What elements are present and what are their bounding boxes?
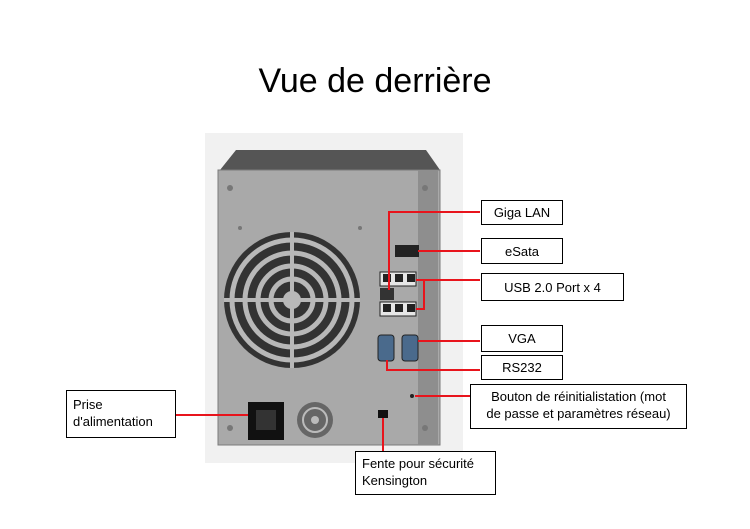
label-power-line1: Prise <box>73 397 103 412</box>
label-reset-line1: Bouton de réinitialistation (mot <box>491 389 666 404</box>
lan-port <box>380 288 394 300</box>
label-kensington: Fente pour sécurité Kensington <box>355 451 496 495</box>
label-kensington-line2: Kensington <box>362 473 428 488</box>
label-vga: VGA <box>481 325 563 352</box>
reset-button <box>410 394 414 398</box>
label-reset: Bouton de réinitialistation (mot de pass… <box>470 384 687 429</box>
label-power: Prise d'alimentation <box>66 390 176 438</box>
esata-port <box>395 245 419 257</box>
label-giga-lan: Giga LAN <box>481 200 563 225</box>
label-esata: eSata <box>481 238 563 264</box>
rs232-port <box>377 334 395 362</box>
case-top <box>220 150 440 170</box>
label-reset-line2: de passe et paramètres réseau) <box>486 406 671 421</box>
label-rs232: RS232 <box>481 355 563 380</box>
kensington-slot <box>378 410 388 418</box>
vga-port <box>401 334 419 362</box>
label-power-line2: d'alimentation <box>73 414 153 429</box>
page-title: Vue de derrière <box>258 62 492 100</box>
label-kensington-line1: Fente pour sécurité <box>362 456 475 471</box>
fan-grill <box>224 232 360 368</box>
label-usb: USB 2.0 Port x 4 <box>481 273 624 301</box>
leader-lines <box>175 211 480 453</box>
